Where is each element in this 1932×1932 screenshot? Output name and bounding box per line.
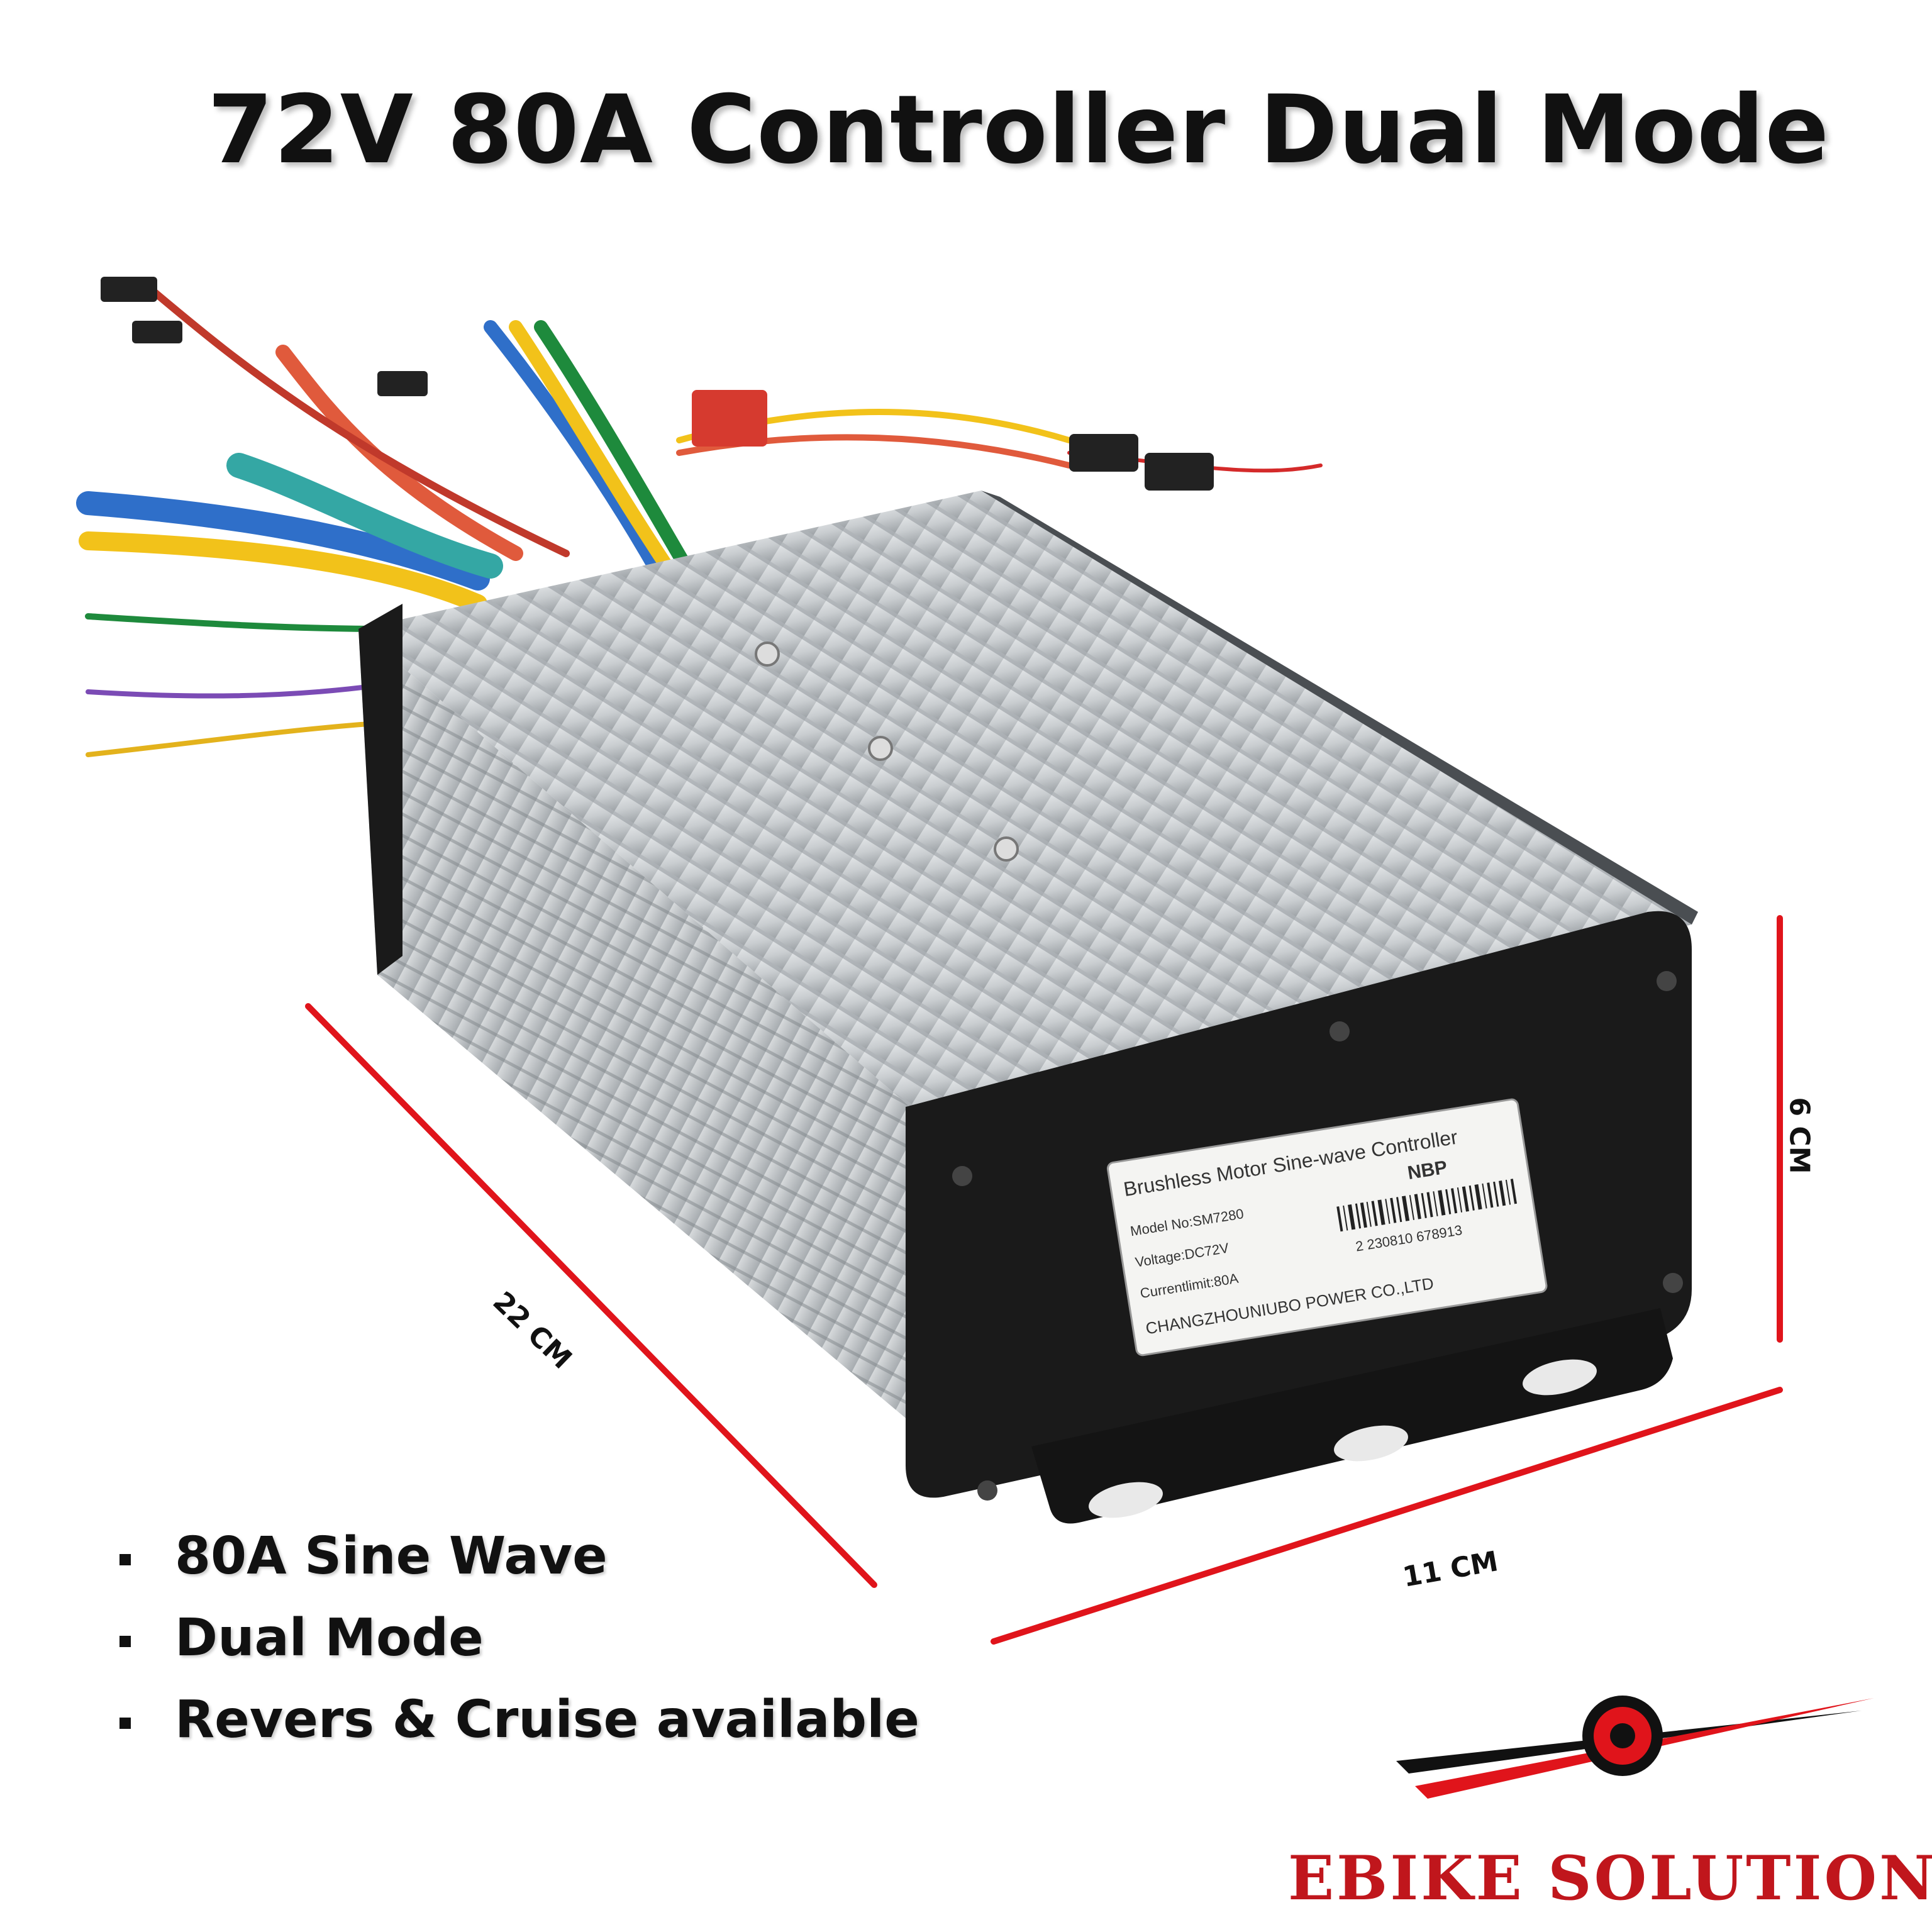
feature-item: 80A Sine Wave <box>119 1516 919 1597</box>
dimension-line-length <box>305 1003 877 1588</box>
screw-icon <box>994 836 1019 862</box>
barcode <box>1336 1179 1518 1232</box>
screw-icon <box>952 1166 972 1186</box>
page-title: 72V 80A Controller Dual Mode <box>208 75 1830 185</box>
screw-icon <box>1330 1021 1350 1041</box>
mount-hole <box>1089 1482 1163 1518</box>
screw-icon <box>977 1480 997 1501</box>
wire-harness <box>76 277 1323 757</box>
mount-hole <box>1334 1425 1408 1462</box>
dimension-height-label: 6 CM <box>1783 1097 1816 1174</box>
feature-item: Revers & Cruise available <box>119 1679 919 1761</box>
screw-icon <box>1657 971 1677 991</box>
bullet-icon <box>119 1717 131 1729</box>
feature-text: Dual Mode <box>175 1608 484 1668</box>
dimension-lines <box>305 915 1783 1645</box>
feature-text: 80A Sine Wave <box>175 1526 608 1586</box>
feature-item: Dual Mode <box>119 1597 919 1679</box>
feature-text: Revers & Cruise available <box>175 1690 919 1750</box>
controller-housing <box>358 491 1698 1434</box>
screw-icon <box>868 736 893 761</box>
dimension-line-width <box>991 1387 1783 1645</box>
screw-icon <box>755 641 780 667</box>
bullet-icon <box>119 1553 131 1565</box>
feature-list: 80A Sine Wave Dual Mode Revers & Cruise … <box>119 1516 919 1761</box>
bullet-icon <box>119 1635 131 1647</box>
product-label: Brushless Motor Sine-wave Controller NBP… <box>1106 1098 1548 1357</box>
brand-wordmark: EBIKE SOLUTION <box>1288 1843 1932 1914</box>
screw-icon <box>1663 1273 1683 1293</box>
brand-logo <box>1396 1696 1874 1799</box>
mount-hole <box>1523 1359 1597 1396</box>
